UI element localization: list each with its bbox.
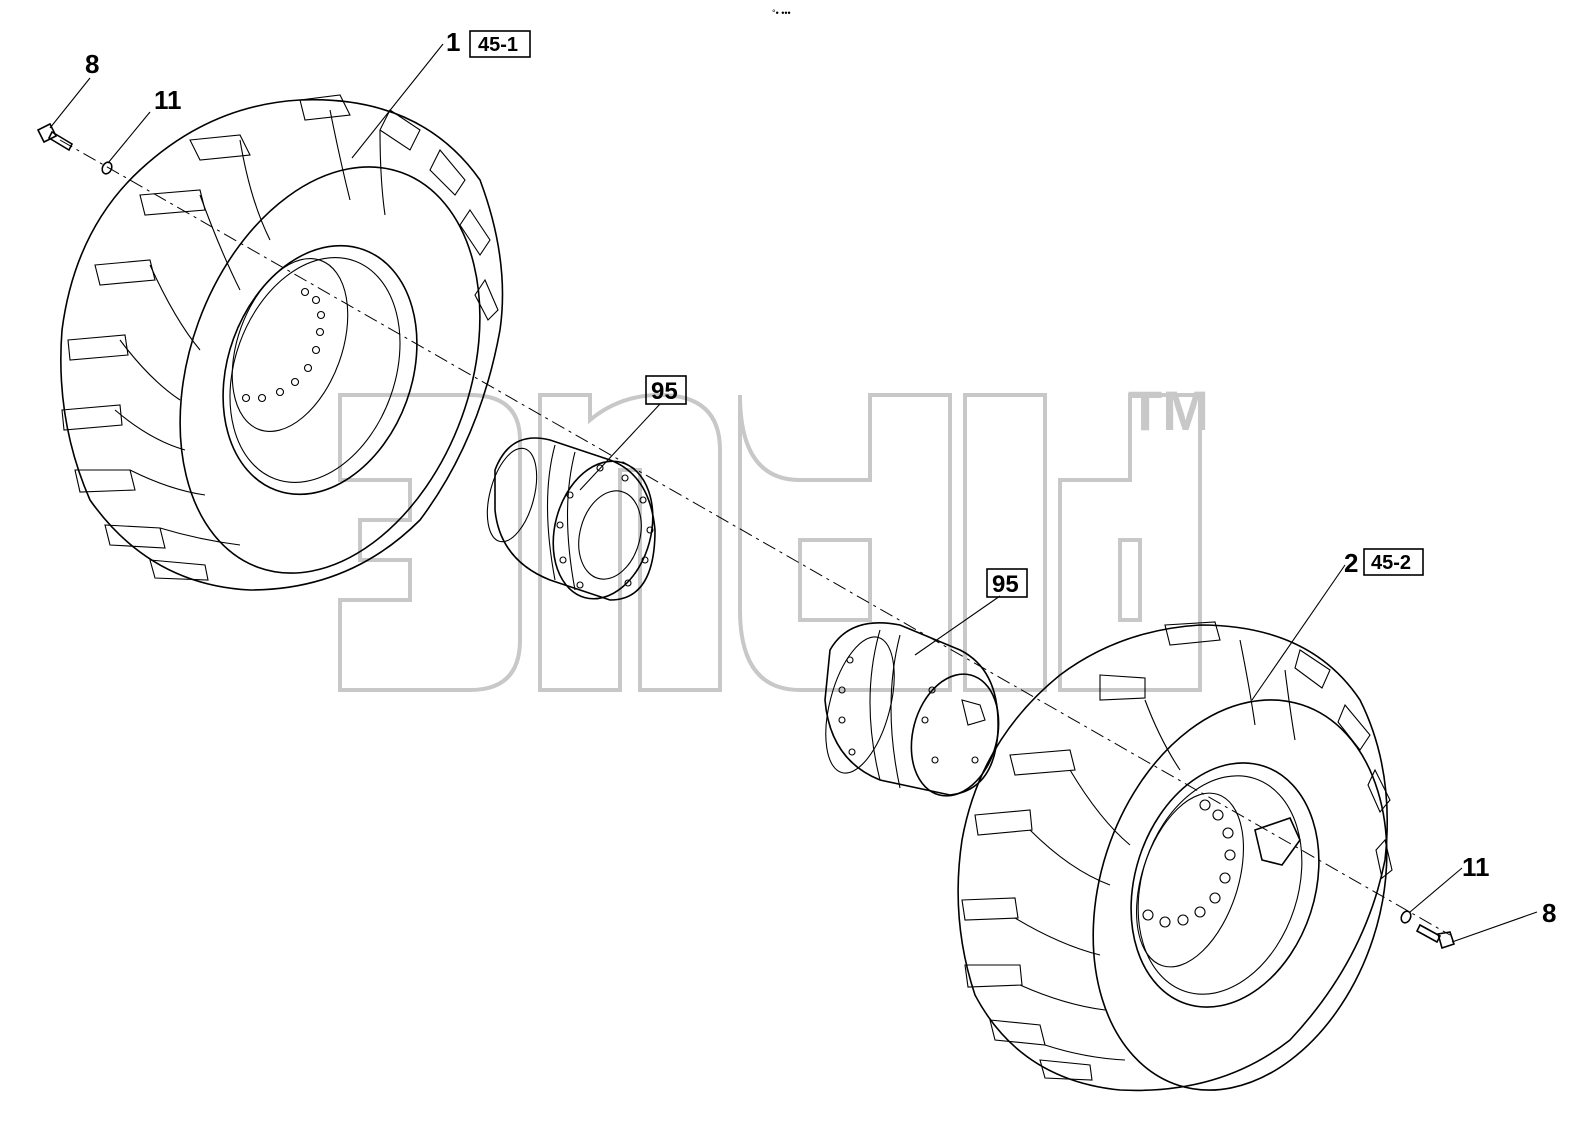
top-mark: °• ••• — [772, 8, 791, 18]
callout-item-1: 1 45-1 — [446, 27, 531, 58]
callout-ref-45-1: 45-1 — [478, 34, 518, 56]
tire-left — [60, 94, 504, 591]
hub-right — [824, 622, 1000, 797]
trademark-symbol: TM — [1128, 379, 1209, 442]
callout-ref-45-2: 45-2 — [1371, 552, 1411, 574]
callout-washer-left: 11 — [154, 85, 182, 115]
callout-bolt-right: 8 — [1542, 898, 1556, 928]
leader-lines — [49, 43, 1538, 943]
tire-right — [957, 621, 1393, 1092]
washer-left — [101, 161, 113, 175]
bolt-right — [1415, 923, 1456, 950]
hub-left — [486, 437, 656, 601]
callout-number-2: 2 — [1344, 548, 1358, 578]
washer-right — [1400, 910, 1412, 924]
assembly-axis — [59, 139, 1451, 936]
callout-hub-left: 95 — [645, 375, 687, 405]
callout-hub-right: 95 — [986, 568, 1028, 598]
watermark-logo: TM — [338, 379, 1209, 692]
callout-item-2: 2 45-2 — [1344, 548, 1424, 578]
bolt-left — [36, 122, 74, 152]
callout-ref-95-left: 95 — [651, 378, 678, 405]
callout-bolt-left: 8 — [85, 49, 99, 79]
callout-ref-95-right: 95 — [992, 571, 1019, 598]
callout-washer-right: 11 — [1462, 852, 1490, 882]
callout-number-1: 1 — [446, 27, 460, 57]
